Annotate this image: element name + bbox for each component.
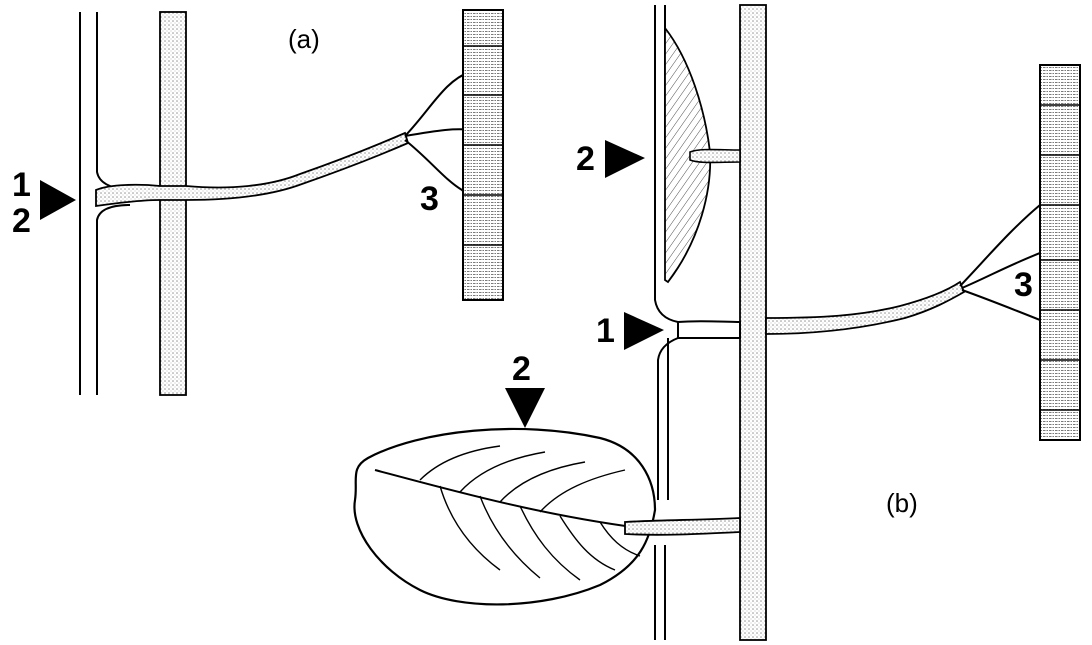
- panel-b-marker-1: 1: [596, 312, 615, 350]
- panel-a-label: (a): [288, 24, 320, 54]
- panel-b-label: (b): [886, 488, 918, 518]
- panel-a-marker-1: 1: [12, 166, 31, 204]
- panel-a-marker-2: 2: [12, 202, 31, 240]
- panel-a-arrow: [40, 180, 76, 220]
- panel-b-muscle-fiber: [1039, 64, 1081, 441]
- panel-a-marker-3: 3: [420, 180, 439, 218]
- panel-a-trunk: [159, 11, 187, 396]
- panel-a: [40, 9, 504, 396]
- panel-b-axon: [765, 280, 966, 335]
- panel-b: [353, 4, 1081, 641]
- panel-b-upper-branch: [689, 148, 741, 164]
- panel-b-arrow-middle: [624, 312, 664, 350]
- panel-b-marker-2-upper: 2: [576, 140, 595, 178]
- panel-a-muscle-fiber: [462, 9, 504, 301]
- panel-a-axon: [95, 131, 410, 208]
- panel-b-arrow-upper: [605, 140, 645, 178]
- panel-b-middle-loop: [677, 320, 741, 340]
- panel-b-marker-2-leaf: 2: [512, 350, 531, 388]
- panel-b-arrow-leaf: [505, 388, 545, 428]
- panel-b-leaf: [353, 427, 657, 606]
- panel-b-petiole: [624, 517, 741, 536]
- panel-b-trunk: [739, 4, 767, 641]
- panel-b-marker-3: 3: [1014, 266, 1033, 304]
